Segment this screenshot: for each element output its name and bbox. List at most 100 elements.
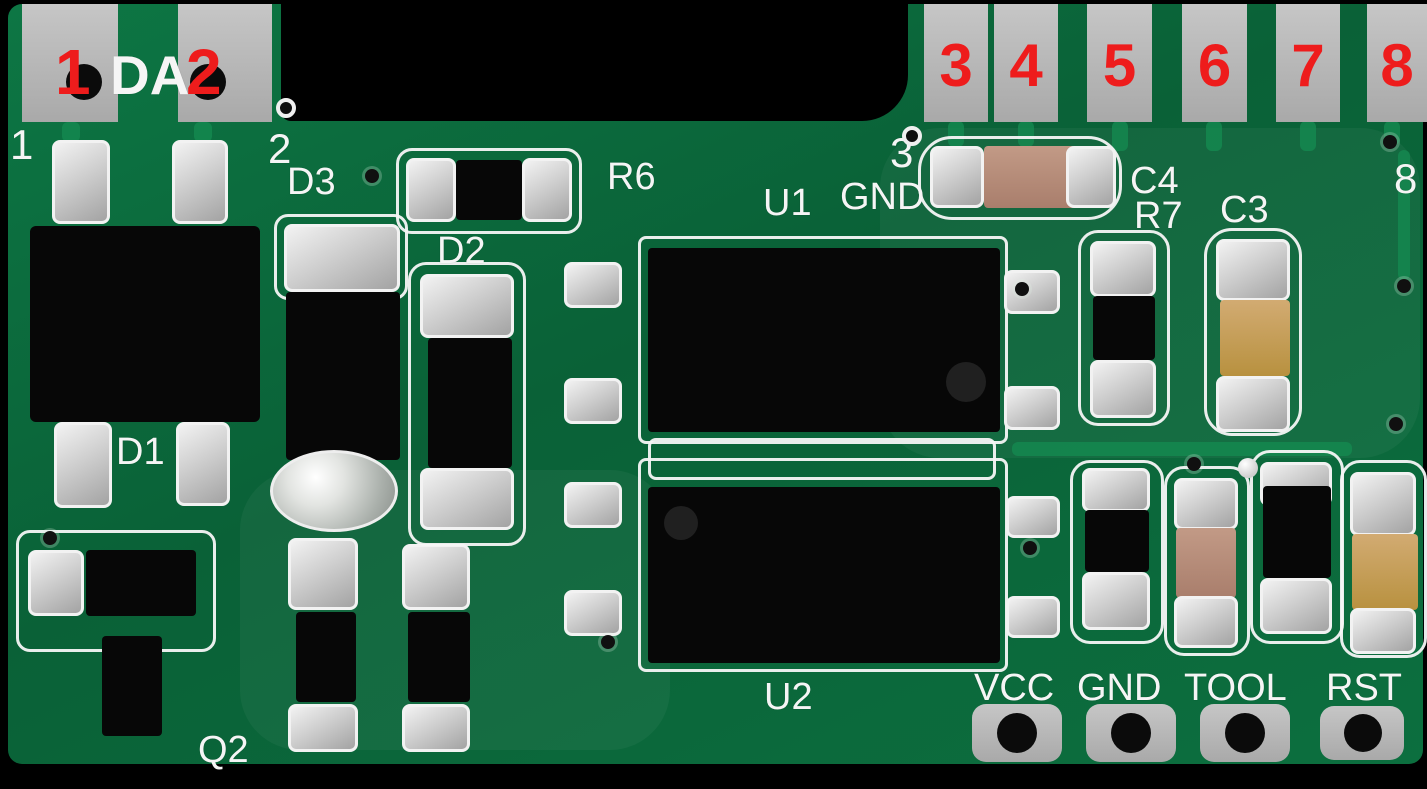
- silkscreen-outline-d2: [408, 262, 526, 546]
- component-r6-body: [456, 160, 522, 220]
- bottom-pad-label-tool: TOOL: [1184, 667, 1287, 709]
- smd-pad: [1066, 146, 1116, 208]
- smd-pad: [930, 146, 984, 208]
- smd-pad: [564, 378, 622, 424]
- component-c3-body: [1220, 300, 1290, 376]
- bottom-pad-label-rst: RST: [1326, 667, 1402, 709]
- edge-pad-pin7: 7: [1276, 4, 1340, 122]
- smd-pad: [52, 140, 110, 224]
- edge-pad-pin8: 8: [1367, 4, 1427, 122]
- component-q2-lead: [102, 636, 162, 736]
- silkscreen-label-r6: R6: [607, 156, 656, 198]
- silkscreen-pin-number-1: 1: [10, 121, 34, 168]
- smd-pad: [1082, 572, 1150, 630]
- edge-pad-pin6: 6: [1182, 4, 1247, 122]
- component-c4-body: [984, 146, 1076, 208]
- component-body: [408, 612, 470, 702]
- component-u1-body: [648, 248, 1000, 432]
- silkscreen-outline-r6: [396, 148, 582, 234]
- component-body: [296, 612, 356, 702]
- silkscreen-outline-u1: [638, 236, 1008, 444]
- component-d2-body: [428, 338, 512, 468]
- smd-pad: [420, 274, 514, 338]
- pin-hole: [902, 126, 922, 146]
- edge-pad-pin3: 3: [924, 4, 988, 122]
- edge-pad-pin1: [22, 4, 118, 122]
- bottom-pad-label-vcc: VCC: [974, 667, 1055, 709]
- silkscreen-label-u2: U2: [764, 676, 813, 718]
- silkscreen-pin-number-8: 8: [1394, 155, 1418, 202]
- smd-pad: [54, 422, 112, 508]
- smd-pad: [1090, 360, 1156, 418]
- trace: [194, 122, 212, 142]
- red-pin-label-6: 6: [1197, 32, 1232, 99]
- silkscreen-da-label: DA: [110, 44, 190, 106]
- via: [1397, 279, 1411, 293]
- smd-pad: [1174, 478, 1238, 530]
- smd-pad: [420, 468, 514, 530]
- trace: [1112, 121, 1128, 151]
- solder-blob: [270, 450, 398, 532]
- silkscreen-outline-u2: [638, 458, 1008, 672]
- via: [1187, 457, 1201, 471]
- silkscreen-label-q2: Q2: [198, 729, 249, 771]
- silkscreen-label-u1: U1: [763, 182, 812, 224]
- u2-pin1-dot: [664, 506, 698, 540]
- component-body: [1176, 528, 1236, 598]
- silkscreen-label-r7: R7: [1134, 195, 1183, 237]
- edge-pad-pin5: 5: [1087, 4, 1152, 122]
- trace: [62, 122, 80, 142]
- silkscreen-outline: [1070, 460, 1164, 644]
- red-pin-label-7: 7: [1291, 32, 1325, 99]
- silkscreen-label-gnd-top: GND: [840, 176, 925, 218]
- bottom-pad-tool: [1200, 704, 1290, 762]
- silkscreen-label-c4: C4: [1130, 160, 1179, 202]
- solder-ball: [1238, 458, 1258, 478]
- via: [1023, 541, 1037, 555]
- red-pin-label-5: 5: [1102, 32, 1137, 99]
- red-pin-label-4: 4: [1009, 32, 1043, 99]
- edge-pad-pin4: 4: [994, 4, 1058, 122]
- via: [1383, 135, 1397, 149]
- pad-hole: [1111, 713, 1151, 753]
- silkscreen-outline-r7: [1078, 230, 1170, 426]
- pad-hole: [66, 64, 102, 100]
- smd-pad: [1174, 596, 1238, 648]
- bottom-pad-vcc: [972, 704, 1062, 762]
- smd-pad: [564, 262, 622, 308]
- component-body: [1263, 486, 1331, 578]
- silkscreen-label-d3: D3: [287, 161, 336, 203]
- bottom-pad-rst: [1320, 706, 1404, 760]
- smd-pad: [1216, 239, 1290, 301]
- trace: [1206, 121, 1222, 151]
- silkscreen-label-d2: D2: [437, 230, 486, 272]
- via: [1015, 282, 1029, 296]
- via: [43, 531, 57, 545]
- smd-pad: [1350, 472, 1416, 536]
- smd-pad: [1082, 468, 1150, 512]
- component-u2-body: [648, 487, 1000, 663]
- smd-pad: [564, 590, 622, 636]
- pad-hole: [997, 713, 1037, 753]
- silkscreen-outline-c4: [918, 136, 1122, 220]
- smd-pad: [1090, 241, 1156, 297]
- red-pin-label-2: 2: [186, 36, 222, 108]
- silkscreen-pin-number-2: 2: [268, 125, 292, 172]
- via: [1389, 417, 1403, 431]
- silkscreen-outline: [1340, 460, 1427, 658]
- component-d3-body: [286, 292, 400, 460]
- smd-pad: [28, 550, 84, 616]
- silkscreen-label-c3: C3: [1220, 189, 1269, 231]
- bottom-pad-label-gnd: GND: [1077, 667, 1162, 709]
- component-body: [1085, 510, 1149, 572]
- smd-pad: [1006, 596, 1060, 638]
- smd-pad: [288, 538, 358, 610]
- silkscreen-label-d1: D1: [116, 431, 165, 473]
- smd-pad: [406, 158, 456, 222]
- smd-pad: [1350, 608, 1416, 654]
- smd-pad: [172, 140, 228, 224]
- smd-pad: [564, 482, 622, 528]
- via: [601, 635, 615, 649]
- smd-pad: [1006, 496, 1060, 538]
